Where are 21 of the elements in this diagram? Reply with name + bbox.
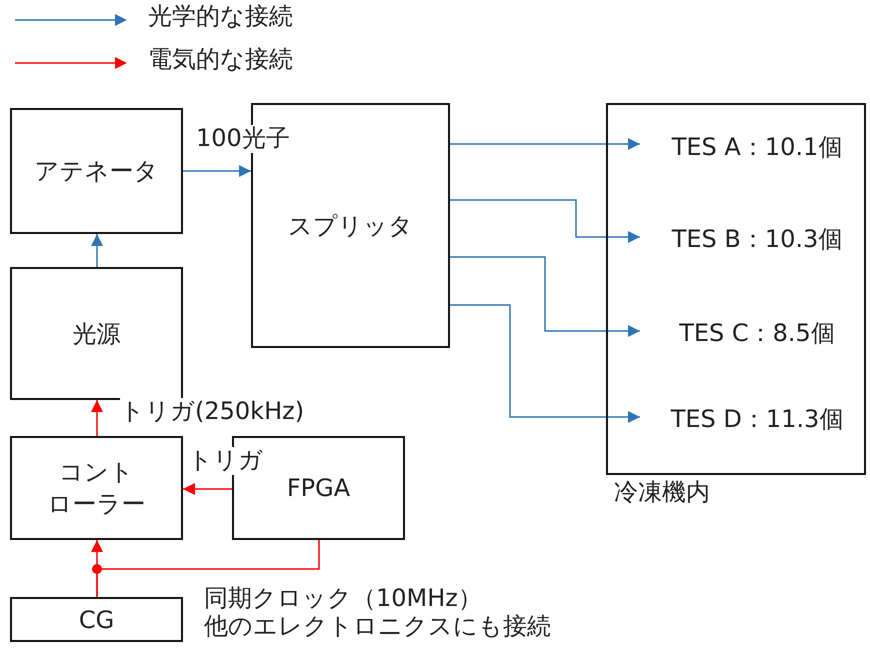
cryostat-box [606,103,866,475]
arrow [91,400,103,436]
arrow [450,256,640,337]
clock-generator-box: CG [10,597,183,642]
detector-label: TES B：10.3個 [642,222,862,256]
detector-label: TES D：11.3個 [642,402,862,436]
node-label: 冷凍機内 [614,479,710,507]
arrow [183,483,232,495]
attenuator-box: アテネータ [10,108,183,234]
arrow [450,138,640,150]
note: 同期クロック（10MHz）他のエレクトロニクスにも接続 [204,585,552,640]
arrow [450,199,640,243]
edge-label: 100光子 [196,125,290,153]
detector-label: TES A：10.1個 [642,130,862,164]
controller-box: コントローラー [10,436,183,540]
arrow [183,165,251,177]
arrow [91,234,103,267]
legend-label: 電気的な接続 [148,46,293,74]
legend-label: 光学的な接続 [148,3,293,31]
arrow [450,304,640,423]
detector-label: TES C：8.5個 [642,316,862,350]
